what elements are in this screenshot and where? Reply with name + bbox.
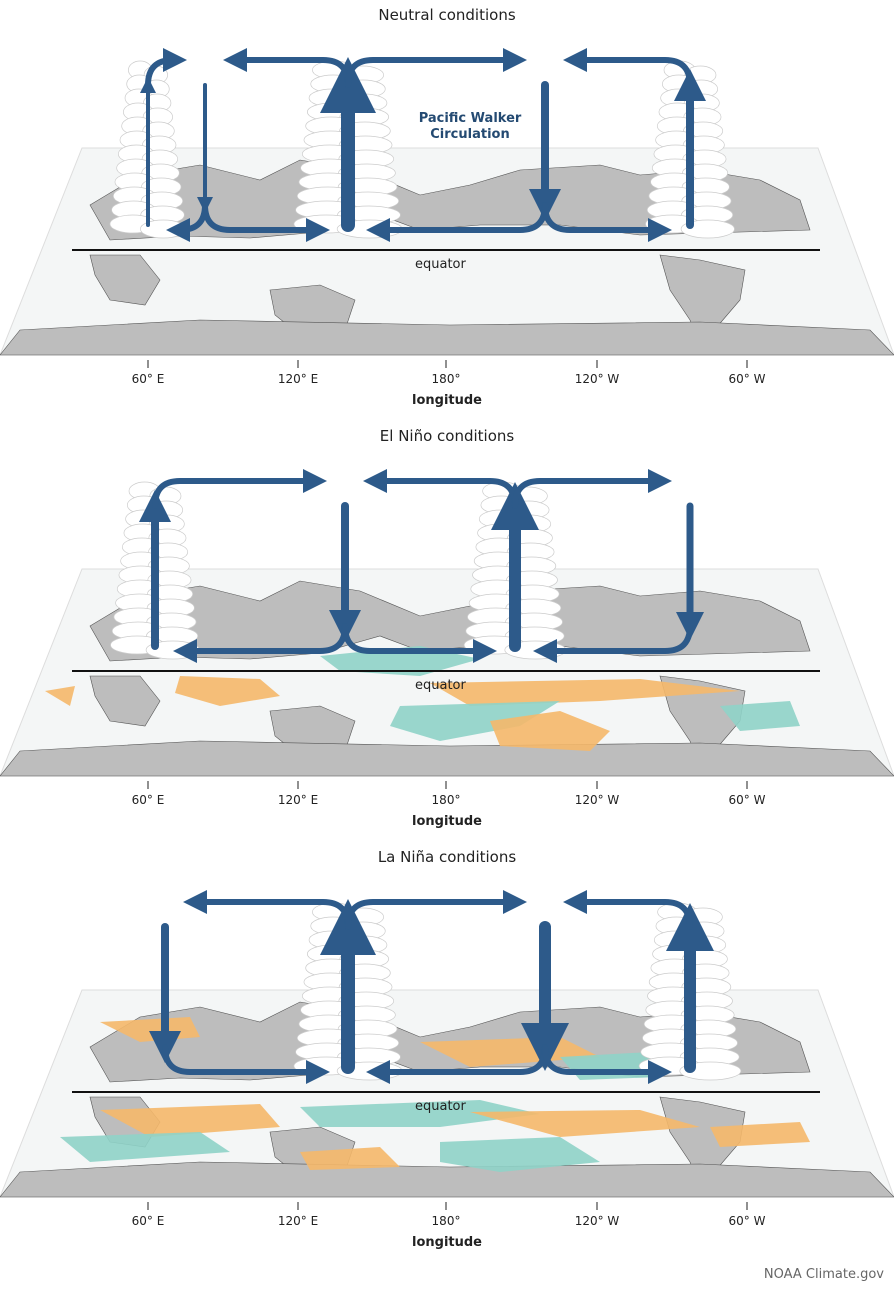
warm-anomaly (100, 1104, 280, 1137)
surface-flow-arrow (542, 202, 672, 242)
warm-anomaly (300, 1147, 400, 1170)
tick-label: 120° E (278, 372, 318, 386)
axis-label: longitude (412, 814, 482, 829)
panel-title: La Niña conditions (378, 848, 517, 866)
warm-anomaly (470, 1110, 700, 1137)
walker-label: Circulation (430, 127, 509, 142)
panel-el-nino: El Niño conditions equator 60° E 120° E 180°… (0, 427, 894, 829)
land-mass (89, 675, 161, 727)
axis-label: longitude (412, 1235, 482, 1250)
upper-flow-arrow (563, 890, 693, 930)
sst-anomalies (45, 646, 800, 751)
tick-label: 60° W (729, 793, 766, 807)
land-masses (0, 580, 894, 777)
panel-neutral: Neutral conditions equator Pacific WalkerC… (0, 6, 894, 408)
tick-label: 60° E (132, 372, 165, 386)
tick-label: 180° (432, 1214, 461, 1228)
panel-la-nina: La Niña conditions equator 60° E 120° E 180°… (0, 848, 894, 1250)
tick-label: 180° (432, 372, 461, 386)
panel-title: El Niño conditions (380, 427, 515, 445)
tick-label: 60° E (132, 793, 165, 807)
upper-flow-arrow (152, 469, 327, 509)
cloud-puff (680, 219, 735, 239)
warm-anomaly (45, 686, 75, 706)
upper-flow-arrow (345, 48, 527, 88)
land-mass (0, 740, 894, 777)
tick-label: 120° W (575, 793, 620, 807)
tick-label: 120° W (575, 372, 620, 386)
panel-title: Neutral conditions (378, 6, 515, 24)
cool-anomaly (60, 1132, 230, 1162)
tick-label: 120° W (575, 1214, 620, 1228)
equator-label: equator (415, 257, 467, 272)
circulation-arrows (140, 48, 706, 242)
walker-label: Pacific Walker (419, 111, 522, 126)
land-mass (0, 1161, 894, 1198)
cool-anomaly (300, 1100, 540, 1127)
cool-anomaly (720, 701, 800, 731)
credit: NOAA Climate.gov (763, 1267, 884, 1282)
warm-anomaly (710, 1122, 810, 1147)
warm-anomaly (175, 676, 280, 706)
circulation-arrows (139, 469, 704, 663)
upper-flow-arrow (345, 890, 527, 930)
surface-flow-arrow (202, 202, 330, 242)
upper-flow-arrow (145, 48, 187, 88)
cool-anomaly (390, 701, 560, 741)
upper-flow-arrow (563, 48, 693, 88)
tick-label: 120° E (278, 793, 318, 807)
land-masses (0, 159, 894, 356)
surface-flow-arrow (342, 623, 497, 663)
tick-label: 60° W (729, 1214, 766, 1228)
cool-anomaly (440, 1137, 600, 1172)
tick-label: 180° (432, 793, 461, 807)
tick-label: 60° E (132, 1214, 165, 1228)
circulation-arrows (149, 890, 714, 1084)
surface-flow-arrow (533, 623, 693, 663)
warm-anomaly (430, 679, 740, 706)
sst-anomalies (60, 1017, 810, 1172)
land-mass (89, 254, 161, 306)
equator-label: equator (415, 678, 467, 693)
equator-label: equator (415, 1099, 467, 1114)
upper-flow-arrow (512, 469, 672, 509)
surface-flow-arrow (542, 1044, 672, 1084)
surface-flow-arrow (162, 1044, 330, 1084)
tick-label: 120° E (278, 1214, 318, 1228)
axis-label: longitude (412, 393, 482, 408)
tick-label: 60° W (729, 372, 766, 386)
land-mass (0, 319, 894, 356)
warm-anomaly (490, 711, 610, 751)
